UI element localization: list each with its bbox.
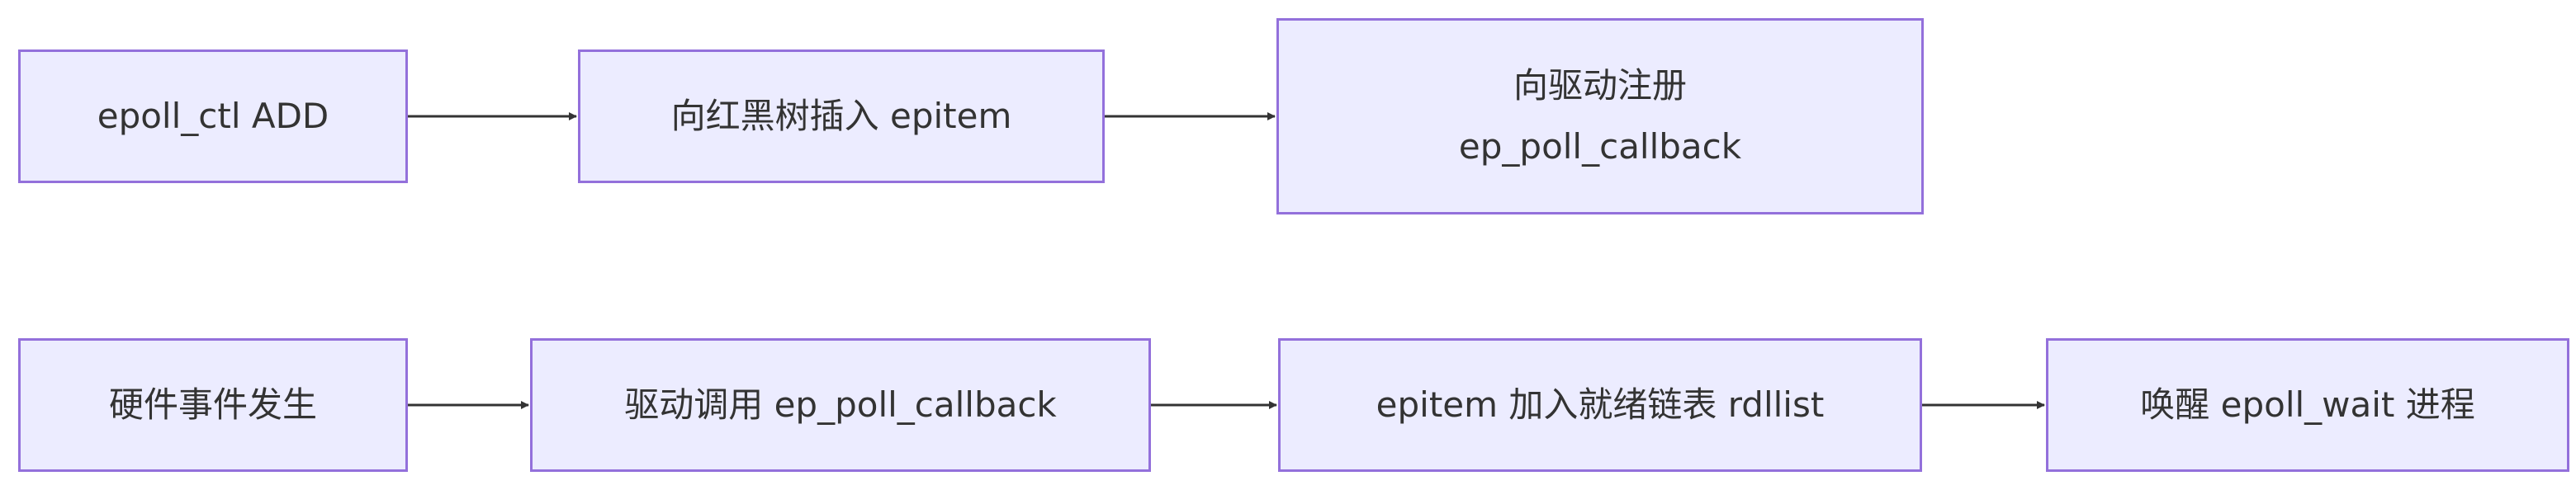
node-hardware-event: 硬件事件发生 [18, 338, 408, 472]
node-label: 唤醒 epoll_wait 进程 [2140, 384, 2475, 425]
node-insert-rbtree: 向红黑树插入 epitem [578, 49, 1105, 183]
node-label: 硬件事件发生 [108, 384, 317, 425]
node-label: 向红黑树插入 epitem [670, 96, 1012, 136]
node-label: epoll_ctl ADD [97, 96, 329, 136]
node-epoll-ctl-add: epoll_ctl ADD [18, 49, 408, 183]
node-register-callback: 向驱动注册 ep_poll_callback [1276, 18, 1924, 214]
node-label-line-1: 向驱动注册 [1513, 65, 1687, 106]
node-add-to-rdllist: epitem 加入就绪链表 rdllist [1278, 338, 1922, 472]
node-driver-calls-callback: 驱动调用 ep_poll_callback [530, 338, 1151, 472]
node-label-line-2: ep_poll_callback [1458, 126, 1742, 167]
node-label: 驱动调用 ep_poll_callback [624, 384, 1057, 425]
node-wake-epoll-wait: 唤醒 epoll_wait 进程 [2046, 338, 2569, 472]
node-label: epitem 加入就绪链表 rdllist [1376, 384, 1825, 425]
